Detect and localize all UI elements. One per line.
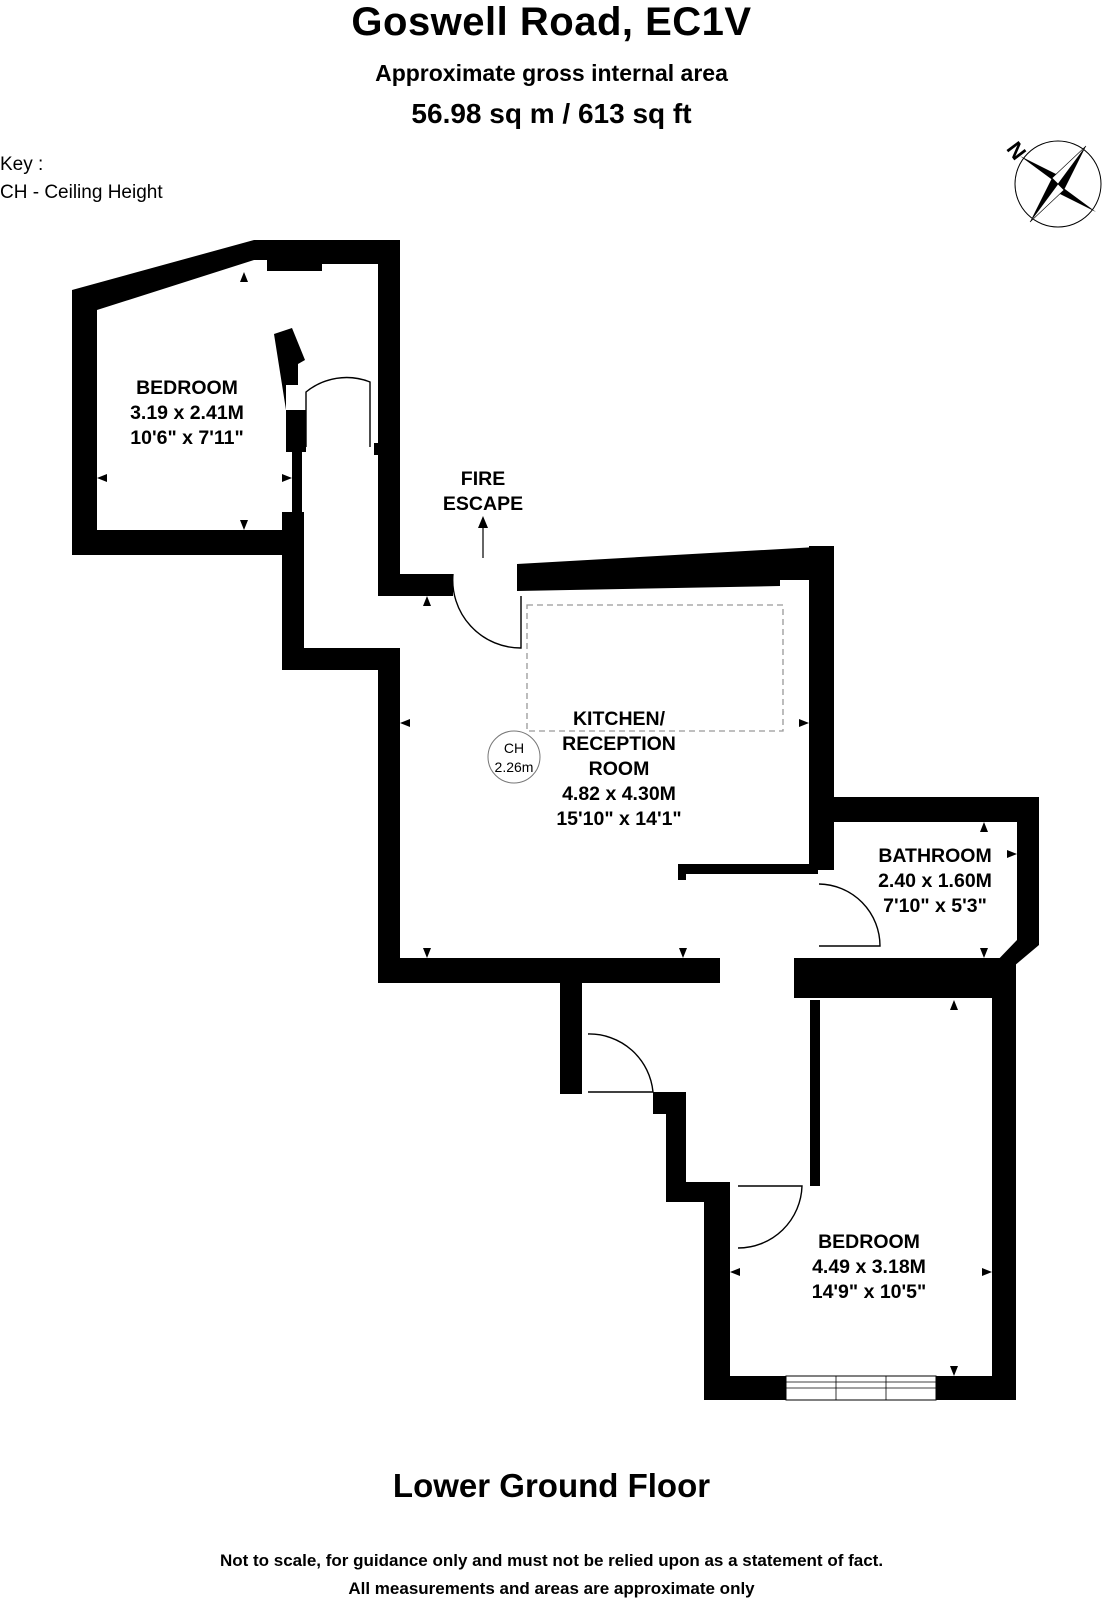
hall-wall-step [666, 1092, 686, 1202]
kitchen-top-wall [517, 546, 834, 591]
window [785, 1375, 937, 1401]
kitchen-left-wall [378, 648, 400, 982]
bedroom1-right-wall-upper [274, 328, 305, 410]
key-legend: Key : CH - Ceiling Height [0, 151, 163, 207]
kitchen-bathroom-divider [678, 864, 818, 874]
doors [305, 376, 881, 1249]
kitchen-metric: 4.82 x 4.30M [562, 783, 676, 805]
bedroom2-name: BEDROOM [818, 1231, 920, 1253]
bedroom2-top-wall [794, 970, 1016, 998]
bathroom-right-wall [1017, 797, 1039, 945]
hall-left-wall [282, 512, 304, 670]
kitchen-line3: ROOM [589, 758, 650, 780]
ceiling-height-label: CH [504, 740, 524, 756]
bedroom2-imperial: 14'9" x 10'5" [812, 1281, 927, 1303]
bedroom1-right-wall-mid [286, 410, 306, 452]
bedroom1-metric: 3.19 x 2.41M [130, 402, 244, 424]
bedroom2-divider [810, 1000, 820, 1186]
kitchen-left-step-wall [282, 648, 400, 670]
bedroom1-right-wall-lower [292, 452, 302, 512]
fire-escape-label: FIRE ESCAPE [443, 468, 523, 515]
area-value: 56.98 sq m / 613 sq ft [411, 98, 692, 129]
bedroom2-bottom-wall-left [704, 1376, 786, 1400]
bedroom2-left-wall [704, 1182, 730, 1400]
walls [72, 240, 1039, 1400]
bedroom2-bottom-wall-right [936, 1376, 1016, 1400]
bathroom-name: BATHROOM [878, 845, 991, 867]
compass-icon: N [1002, 137, 1102, 228]
disclaimer-line1: Not to scale, for guidance only and must… [219, 1551, 884, 1570]
bedroom1-door-swing [305, 376, 371, 447]
hall-door-swing [587, 1033, 654, 1093]
bathroom-top-wall [809, 797, 1039, 822]
kitchen-bottom-wall [378, 958, 720, 983]
bathroom-door-swing [818, 883, 881, 947]
bedroom2-label: BEDROOM 4.49 x 3.18M 14'9" x 10'5" [812, 1231, 927, 1303]
fire-escape-arrow-icon [478, 516, 488, 558]
disclaimer-line2: All measurements and areas are approxima… [348, 1579, 755, 1598]
corridor-bottom-wall [378, 574, 453, 596]
bedroom1-left-wall [72, 290, 97, 555]
bathroom-left-wall [809, 797, 819, 867]
bedroom1-label: BEDROOM 3.19 x 2.41M 10'6" x 7'11" [130, 377, 244, 449]
fire-escape-door-swing [452, 573, 522, 649]
bathroom-metric: 2.40 x 1.60M [878, 870, 992, 892]
bedroom2-right-wall [992, 958, 1016, 1400]
bathroom-imperial: 7'10" x 5'3" [883, 895, 987, 917]
key-entry: CH - Ceiling Height [0, 182, 163, 203]
bedroom1-top-wall [72, 240, 400, 310]
bedroom1-imperial: 10'6" x 7'11" [130, 427, 243, 449]
area-subtitle: Approximate gross internal area [375, 60, 728, 86]
corridor-right-wall [378, 240, 400, 595]
bathroom-label: BATHROOM 2.40 x 1.60M 7'10" x 5'3" [878, 845, 992, 917]
bedroom2-metric: 4.49 x 3.18M [812, 1256, 926, 1278]
key-heading: Key : [0, 154, 44, 175]
bedroom2-door-swing [737, 1185, 803, 1249]
fire-escape-line1: FIRE [461, 468, 505, 490]
kitchen-line1: KITCHEN/ [573, 708, 666, 730]
ceiling-height-badge: CH 2.26m [487, 730, 541, 784]
kitchen-divider-stub [678, 864, 686, 880]
fire-escape-line2: ESCAPE [443, 493, 523, 515]
kitchen-worktop-outline [526, 604, 784, 732]
kitchen-imperial: 15'10" x 14'1" [556, 808, 681, 830]
bedroom1-bottom-wall [72, 530, 282, 555]
ceiling-height-value: 2.26m [495, 759, 534, 775]
kitchen-label: KITCHEN/ RECEPTION ROOM 4.82 x 4.30M 15'… [556, 708, 681, 830]
bedroom1-name: BEDROOM [136, 377, 238, 399]
page-title: Goswell Road, EC1V [351, 0, 752, 44]
hall-wall-left [560, 980, 582, 1094]
kitchen-line2: RECEPTION [562, 733, 676, 755]
floor-name: Lower Ground Floor [392, 1467, 711, 1504]
bedroom2-entry-wall [666, 1182, 730, 1202]
dimension-markers [97, 272, 1017, 1376]
door-jamb [374, 443, 380, 455]
